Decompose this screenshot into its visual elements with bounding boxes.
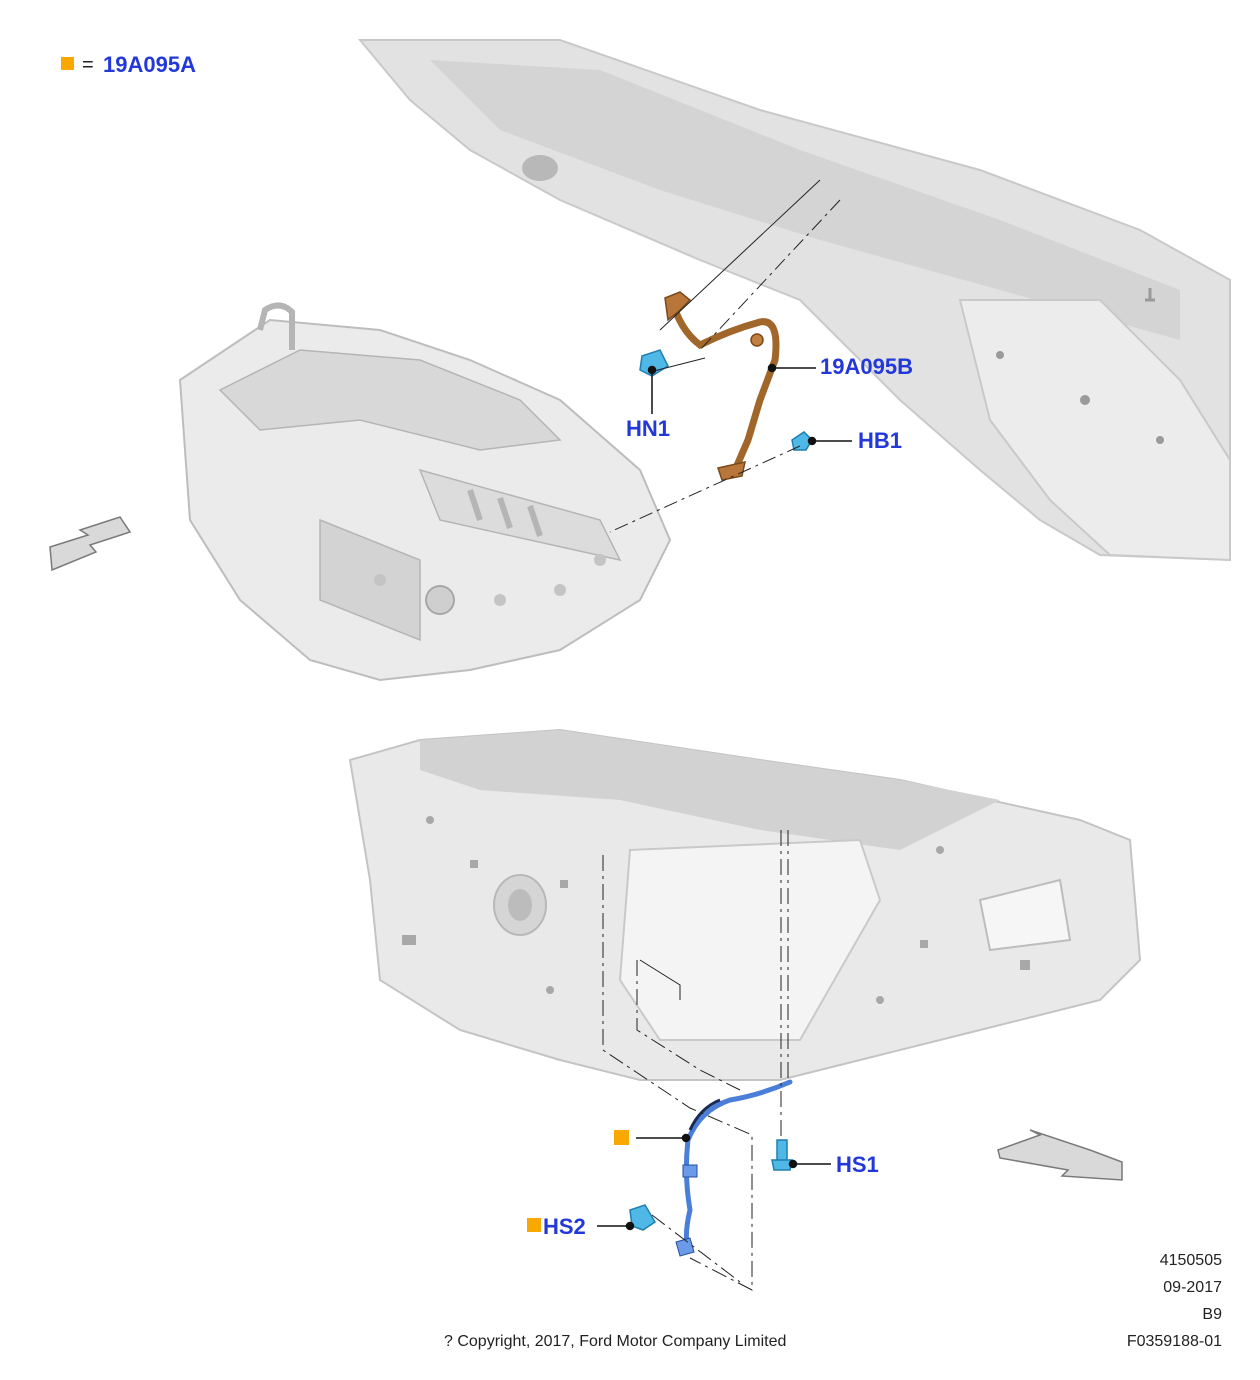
- drawing-number: 4150505: [1159, 1252, 1222, 1269]
- front-direction-arrow-icon-lower: [997, 1129, 1123, 1181]
- stud-hs1: [771, 1139, 793, 1171]
- legend-part-label: 19A095A: [103, 52, 196, 77]
- lower-assembly-lines: [602, 830, 789, 1291]
- legend: = 19A095A: [61, 52, 196, 77]
- ground-strap-19A095B: [664, 291, 780, 481]
- hs2-orange-marker: [527, 1218, 541, 1232]
- strap-orange-marker: [614, 1130, 629, 1145]
- ground-strap-19A095A: [675, 1079, 793, 1257]
- callout-hb1: HB1: [858, 428, 902, 453]
- leader-lines: [597, 363, 852, 1231]
- drawing-date: 09-2017: [1163, 1279, 1222, 1296]
- callout-19A095B: 19A095B: [820, 354, 913, 379]
- legend-orange-marker: [61, 57, 74, 70]
- legend-equals: =: [82, 54, 94, 76]
- figure-id: F0359188-01: [1126, 1333, 1222, 1350]
- copyright-notice: ? Copyright, 2017, Ford Motor Company Li…: [444, 1333, 787, 1350]
- lower-subframe: [348, 728, 1142, 1081]
- callout-hs2: HS2: [543, 1214, 586, 1239]
- callout-hs1: HS1: [836, 1152, 879, 1177]
- drawing-revision: B9: [1202, 1306, 1222, 1323]
- front-direction-arrow-icon: [49, 516, 132, 572]
- upper-assembly-lines: [609, 179, 841, 533]
- upper-frame-rail: [357, 39, 1231, 562]
- callout-hn1: HN1: [626, 416, 670, 441]
- engine-assembly: [178, 302, 672, 682]
